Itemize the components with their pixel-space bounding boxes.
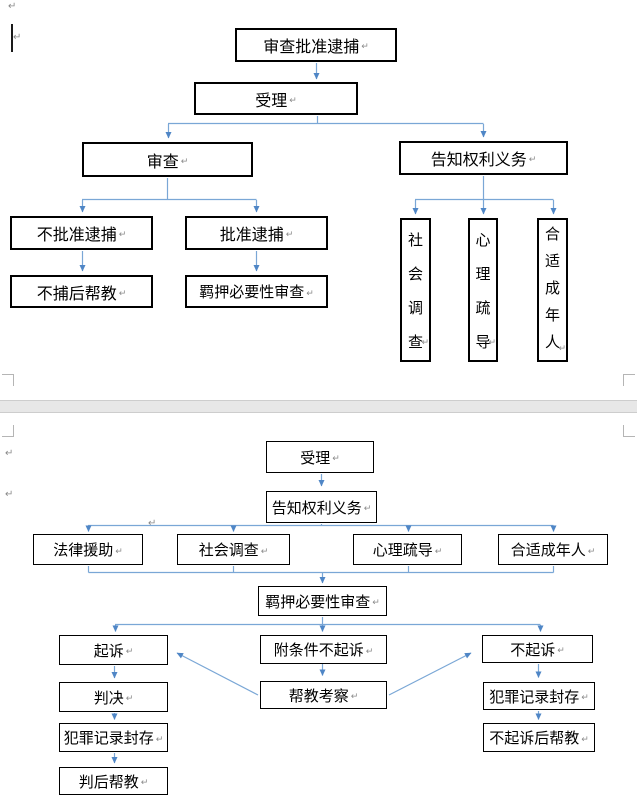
- paragraph-mark: ↵: [558, 344, 566, 354]
- node-social-survey-vertical[interactable]: 社会调查↵: [400, 218, 431, 362]
- paragraph-mark: ↵: [332, 454, 340, 464]
- node-label: 社会调查: [407, 231, 423, 351]
- paragraph-mark: ↵: [363, 504, 372, 514]
- node-label: 犯罪记录封存: [63, 729, 154, 747]
- paragraph-mark: ↵: [125, 694, 134, 704]
- node-social-survey-2[interactable]: 社会调查↵: [177, 534, 290, 565]
- node-label: 审查: [146, 151, 179, 171]
- node-judgment[interactable]: 判决↵: [59, 682, 168, 712]
- paragraph-mark: ↵: [372, 598, 380, 608]
- node-post-judgment-help[interactable]: 判后帮教↵: [59, 767, 168, 795]
- paragraph-mark: ↵: [118, 230, 127, 240]
- node-psych-counseling-2[interactable]: 心理疏导↵: [353, 534, 462, 565]
- paragraph-mark: ↵: [306, 288, 314, 299]
- node-label: 附条件不起诉: [273, 641, 364, 659]
- page2-top-right-boundary-mark: [623, 425, 635, 437]
- paragraph-mark: ↵: [180, 156, 189, 167]
- node-label: 受理: [300, 448, 331, 467]
- node-review-approve-arrest[interactable]: 审查批准逮捕↵: [235, 28, 397, 62]
- node-label: 告知权利义务: [271, 498, 362, 517]
- paragraph-mark: ↵: [581, 693, 589, 703]
- node-psych-counseling-vertical[interactable]: 心理疏导↵: [468, 218, 498, 362]
- paragraph-mark: ↵: [488, 338, 496, 348]
- node-label: 判后帮教: [78, 772, 139, 791]
- node-non-prosecution[interactable]: 不起诉↵: [482, 635, 593, 663]
- node-label: 犯罪记录封存: [489, 687, 580, 706]
- node-label: 不批准逮捕: [36, 225, 117, 244]
- node-label: 心理疏导: [372, 541, 433, 559]
- page1-bottom-left-boundary-mark: [2, 374, 14, 386]
- paragraph-mark: ↵: [581, 734, 589, 745]
- paragraph-mark: ↵: [260, 546, 269, 557]
- node-label: 告知权利义务: [430, 150, 527, 169]
- paragraph-mark: ↵: [125, 647, 134, 657]
- node-custody-necessity-review-1[interactable]: 羁押必要性审查↵: [185, 275, 328, 308]
- paragraph-mark: ↵: [148, 518, 157, 529]
- node-label: 审查批准逮捕: [263, 37, 360, 56]
- node-label: 不起诉: [510, 640, 556, 659]
- page-break-gap: [0, 400, 637, 413]
- node-label: 受理: [255, 90, 288, 110]
- paragraph-mark: ↵: [115, 546, 123, 557]
- node-conditional-non-prosecution[interactable]: 附条件不起诉↵: [260, 635, 387, 664]
- node-label: 法律援助: [53, 541, 114, 559]
- node-label: 判决: [93, 688, 124, 707]
- node-label: 批准逮捕: [219, 225, 284, 244]
- paragraph-mark: ↵: [421, 338, 429, 348]
- node-help-education-inspection[interactable]: 帮教考察↵: [260, 681, 387, 709]
- node-label: 不捕后帮教: [36, 283, 117, 303]
- node-inform-rights-2[interactable]: 告知权利义务↵: [266, 491, 377, 523]
- node-label: 心理疏导: [475, 231, 491, 351]
- node-prosecute[interactable]: 起诉↵: [59, 635, 168, 665]
- paragraph-mark: ↵: [528, 155, 537, 165]
- node-inform-rights[interactable]: 告知权利义务↵: [399, 141, 568, 175]
- paragraph-mark: ↵: [557, 646, 565, 656]
- node-label: 社会调查: [198, 541, 259, 559]
- node-criminal-record-sealing-right[interactable]: 犯罪记录封存↵: [483, 682, 595, 710]
- node-no-arrest-followup-help[interactable]: 不捕后帮教↵: [10, 275, 153, 308]
- node-label: 合适成年人: [544, 225, 560, 351]
- paragraph-mark: ↵: [289, 95, 297, 106]
- page1-bottom-right-boundary-mark: [623, 374, 635, 386]
- node-approve-arrest[interactable]: 批准逮捕↵: [185, 216, 328, 250]
- node-accept-2[interactable]: 受理↵: [266, 441, 374, 473]
- paragraph-mark: ↵: [434, 546, 443, 557]
- paragraph-mark: ↵: [361, 42, 369, 52]
- node-review[interactable]: 审查↵: [82, 142, 253, 177]
- paragraph-mark: ↵: [8, 1, 17, 12]
- node-accept[interactable]: 受理↵: [194, 82, 358, 115]
- paragraph-mark: ↵: [587, 546, 596, 557]
- paragraph-mark: ↵: [365, 646, 374, 657]
- paragraph-mark: ↵: [350, 692, 359, 702]
- node-label: 帮教考察: [288, 686, 349, 705]
- paragraph-mark: ↵: [140, 778, 149, 788]
- node-label: 不起诉后帮教: [489, 729, 580, 747]
- text-cursor: [11, 24, 13, 52]
- paragraph-mark: ↵: [118, 288, 127, 299]
- paragraph-mark: ↵: [5, 489, 14, 500]
- node-appropriate-adult-2[interactable]: 合适成年人↵: [498, 534, 608, 565]
- node-legal-aid[interactable]: 法律援助↵: [33, 534, 143, 565]
- paragraph-mark: ↵: [155, 734, 164, 745]
- node-custody-necessity-review-2[interactable]: 羁押必要性审查↵: [258, 586, 387, 616]
- node-post-non-prosecution-help[interactable]: 不起诉后帮教↵: [483, 723, 595, 752]
- paragraph-mark: ↵: [285, 230, 294, 240]
- node-label: 羁押必要性审查: [199, 283, 305, 301]
- paragraph-mark: ↵: [13, 32, 22, 43]
- node-not-approve-arrest[interactable]: 不批准逮捕↵: [10, 216, 153, 250]
- paragraph-mark: ↵: [5, 448, 14, 459]
- page2-top-left-boundary-mark: [2, 425, 14, 437]
- node-criminal-record-sealing-left[interactable]: 犯罪记录封存↵: [59, 723, 168, 752]
- node-label: 合适成年人: [510, 541, 586, 559]
- node-label: 起诉: [93, 641, 124, 660]
- node-label: 羁押必要性审查: [265, 592, 371, 611]
- node-appropriate-adult-vertical[interactable]: 合适成年人↵: [537, 218, 568, 362]
